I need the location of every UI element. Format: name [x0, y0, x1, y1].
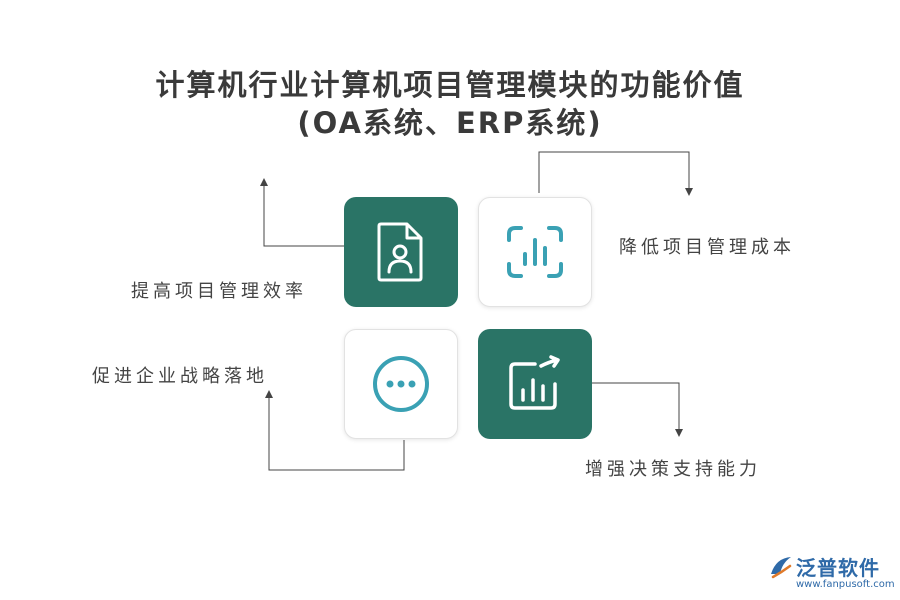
tile-strategy	[344, 329, 458, 439]
document-user-icon	[377, 222, 423, 282]
connector-top-right	[538, 151, 693, 196]
brand-name: 泛普软件	[796, 556, 880, 580]
label-efficiency: 提高项目管理效率	[131, 281, 307, 302]
bar-chart-frame-icon	[507, 226, 563, 278]
tile-efficiency	[344, 197, 458, 307]
label-cost: 降低项目管理成本	[619, 237, 795, 258]
brand-url: www.fanpusoft.com	[796, 579, 895, 590]
tile-cost	[478, 197, 592, 307]
diagram-title: 计算机行业计算机项目管理模块的功能价值	[155, 68, 745, 102]
growth-chart-icon	[509, 355, 560, 410]
connector-bottom-right	[592, 382, 683, 437]
connector-bottom-left	[265, 390, 405, 471]
connector-top-left	[260, 178, 344, 247]
label-strategy: 促进企业战略落地	[92, 366, 268, 387]
tile-decision	[478, 329, 592, 439]
diagram-subtitle: (OA系统、ERP系统)	[297, 106, 603, 140]
more-dots-icon	[373, 356, 429, 412]
brand-mark-icon	[771, 557, 792, 579]
brand-logo: 泛普软件 www.fanpusoft.com	[768, 552, 895, 596]
label-decision: 增强决策支持能力	[585, 459, 761, 480]
